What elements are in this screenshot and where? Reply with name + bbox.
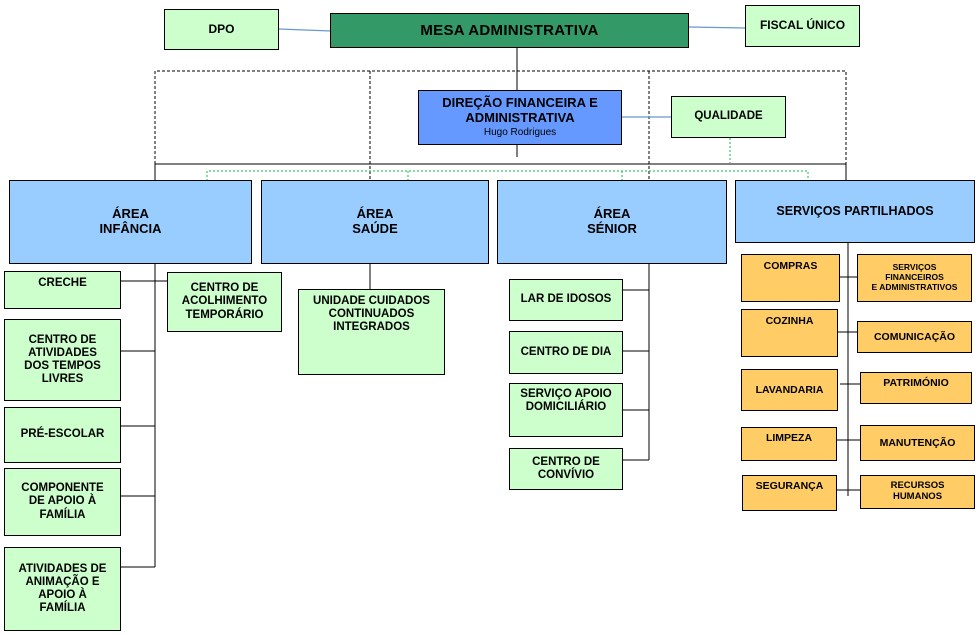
unidade-cuidados-continuados-box: UNIDADE CUIDADOS CONTINUADOS INTEGRADOS — [298, 289, 445, 375]
compras-box: COMPRAS — [741, 254, 840, 302]
area-saude-box: ÁREA SAÚDE — [261, 180, 489, 264]
servicos-financeiros-box: SERVIÇOS FINANCEIROS E ADMINISTRATIVOS — [857, 254, 972, 302]
fiscal-unico-box: FISCAL ÚNICO — [745, 5, 860, 47]
direcao-person: Hugo Rodrigues — [483, 127, 557, 139]
seguranca-box: SEGURANÇA — [742, 475, 837, 511]
servicos-partilhados-box: SERVIÇOS PARTILHADOS — [735, 180, 975, 243]
limpeza-box: LIMPEZA — [741, 427, 837, 461]
cozinha-box: COZINHA — [741, 309, 838, 357]
centro-convivio-box: CENTRO DE CONVÍVIO — [509, 448, 623, 490]
qualidade-box: QUALIDADE — [671, 96, 786, 138]
mesa-administrativa-box: MESA ADMINISTRATIVA — [330, 13, 689, 48]
direcao-title: DIREÇÃO FINANCEIRA E ADMINISTRATIVA — [442, 95, 598, 126]
direcao-financeira-box: DIREÇÃO FINANCEIRA E ADMINISTRATIVA Hugo… — [418, 90, 622, 145]
recursos-humanos-box: RECURSOS HUMANOS — [860, 475, 975, 509]
componente-apoio-familia-box: COMPONENTE DE APOIO À FAMÍLIA — [4, 468, 121, 536]
catl-box: CENTRO DE ATIVIDADES DOS TEMPOS LIVRES — [4, 319, 121, 401]
dpo-box: DPO — [164, 9, 279, 50]
manutencao-box: MANUTENÇÃO — [860, 425, 975, 461]
lavandaria-box: LAVANDARIA — [741, 369, 838, 411]
atividades-animacao-box: ATIVIDADES DE ANIMAÇÃO E APOIO À FAMÍLIA — [4, 547, 121, 631]
lar-idosos-box: LAR DE IDOSOS — [509, 279, 623, 321]
comunicacao-box: COMUNICAÇÃO — [857, 321, 972, 353]
creche-box: CRECHE — [4, 271, 121, 309]
centro-acolhimento-box: CENTRO DE ACOLHIMENTO TEMPORÁRIO — [167, 272, 282, 332]
patrimonio-box: PATRIMÓNIO — [860, 372, 972, 404]
centro-dia-box: CENTRO DE DIA — [509, 331, 623, 374]
servico-apoio-domiciliario-box: SERVIÇO APOIO DOMICILIÁRIO — [509, 383, 623, 437]
area-infancia-box: ÁREA INFÂNCIA — [9, 180, 252, 264]
pre-escolar-box: PRÉ-ESCOLAR — [4, 407, 121, 463]
area-senior-box: ÁREA SÉNIOR — [497, 180, 727, 264]
